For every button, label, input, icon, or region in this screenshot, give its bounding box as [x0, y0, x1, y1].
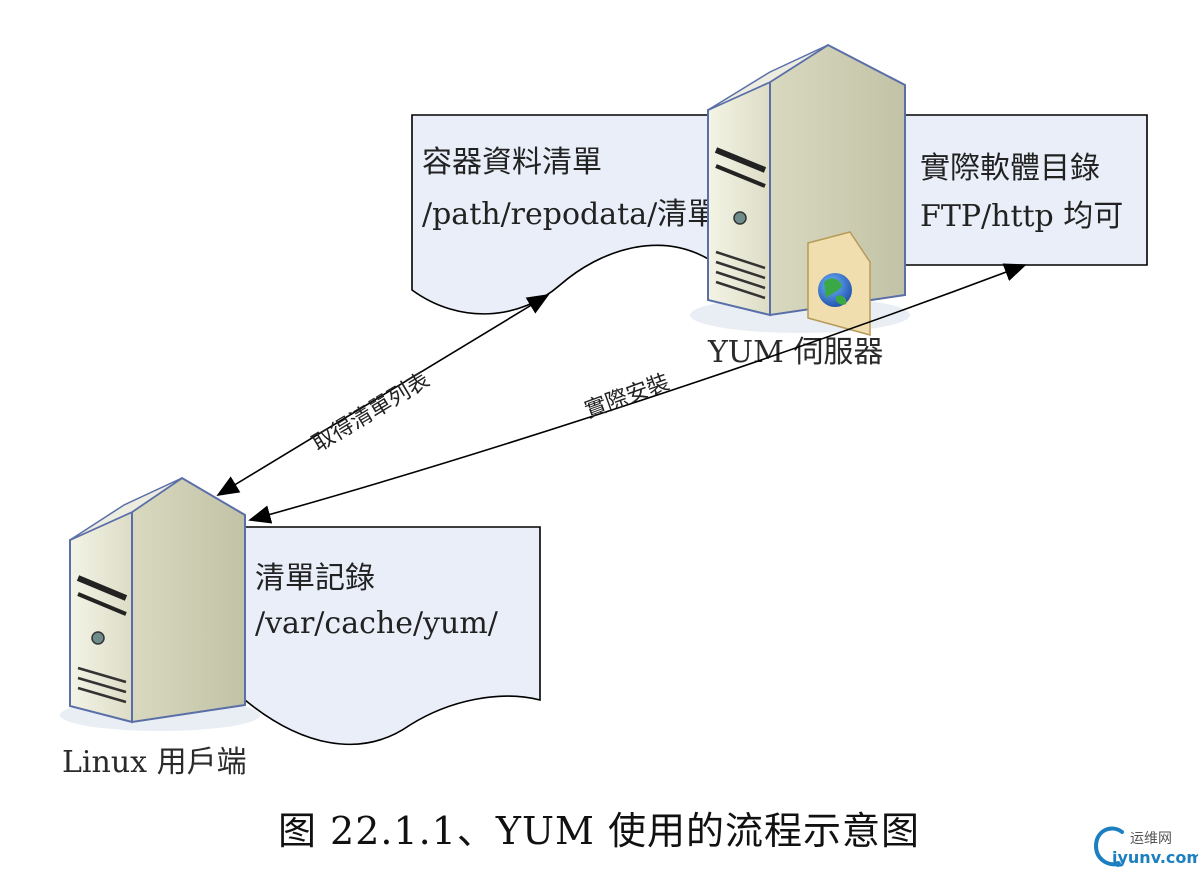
software-doc-line1: 實際軟體目錄 [920, 151, 1100, 186]
software-doc-line2: FTP/http 均可 [920, 199, 1123, 234]
repo-doc-line2: /path/repodata/清單 [422, 197, 717, 232]
edge-get-list-label: 取得清單列表 [308, 368, 434, 457]
client-doc-line1: 清單記錄 [255, 561, 375, 596]
edge-install-label: 實際安裝 [582, 370, 673, 424]
linux-client-label: Linux 用戶端 [62, 745, 247, 780]
repo-data-document: 容器資料清單 /path/repodata/清單 [411, 114, 717, 315]
yum-server-icon [690, 43, 910, 333]
repo-doc-line1: 容器資料清單 [422, 145, 602, 180]
watermark-en: iyunv.com [1112, 848, 1198, 867]
linux-client-icon [60, 476, 260, 731]
yum-server-label: YUM 伺服器 [707, 335, 883, 370]
folder-globe-icon [807, 231, 871, 336]
watermark-logo-icon [1093, 826, 1124, 867]
edge-install: 實際安裝 [248, 263, 1027, 524]
edge-get-list: 取得清單列表 [216, 294, 550, 496]
site-watermark: 运维网 iyunv.com [1088, 822, 1198, 872]
software-directory-document: 實際軟體目錄 FTP/http 均可 [904, 114, 1148, 266]
watermark-cn: 运维网 [1130, 831, 1172, 847]
client-cache-document: 清單記錄 /var/cache/yum/ [244, 526, 541, 746]
client-doc-line2: /var/cache/yum/ [255, 606, 499, 641]
yum-flow-diagram: 容器資料清單 /path/repodata/清單 實際軟體目錄 FTP/http… [60, 43, 1148, 780]
figure-caption: 图 22.1.1、YUM 使用的流程示意图 [277, 809, 921, 853]
